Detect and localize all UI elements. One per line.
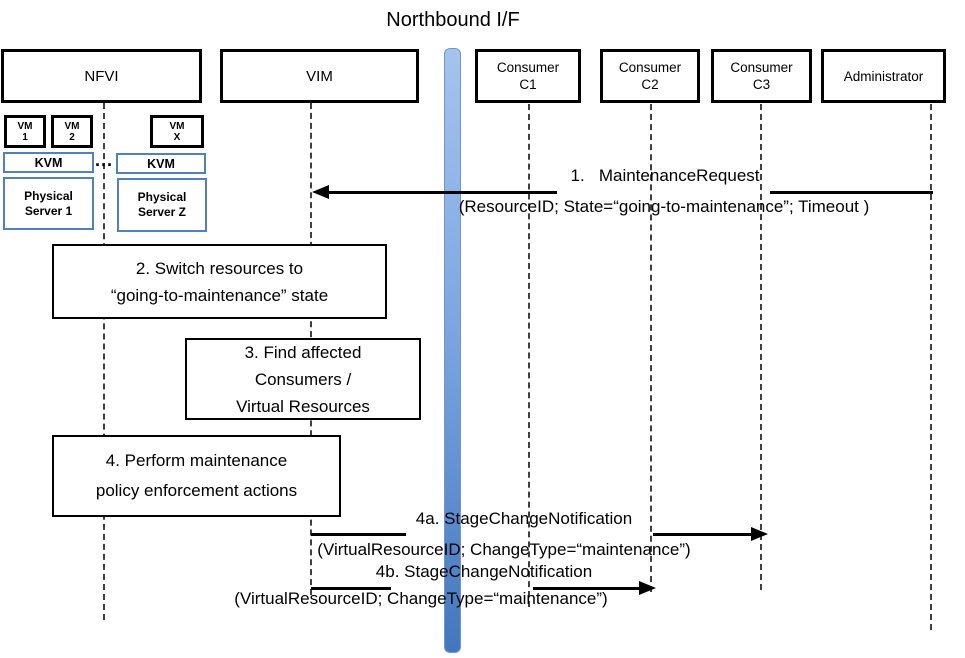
vm2-box: VM 2 <box>51 115 93 148</box>
lifeline-consumer-c3 <box>760 104 762 590</box>
vm1-line1: VM <box>17 120 33 132</box>
actor-c2-line1: Consumer <box>618 60 682 75</box>
step3-line2: Consumers / <box>254 369 352 389</box>
actor-vim-label: VIM <box>306 67 333 85</box>
arrow1-head-left <box>312 185 329 199</box>
msg4a-params: (VirtualResourceID; ChangeType=“maintena… <box>317 540 691 559</box>
actor-consumer-c3: Consumer C3 <box>711 49 812 103</box>
actor-admin-label: Administrator <box>843 68 924 84</box>
step2-line2: “going-to-maintenance” state <box>110 285 329 305</box>
step4-line2: policy enforcement actions <box>95 481 298 500</box>
msg1-title: 1. MaintenanceRequest <box>570 166 760 185</box>
arrow4a-line-left-segment <box>311 533 406 536</box>
vmx-line2: X <box>173 131 181 143</box>
lifeline-nfvi <box>103 103 105 620</box>
vmx-box: VM X <box>150 115 204 148</box>
kvm1-label: KVM <box>34 155 63 170</box>
actor-c3-line1: Consumer <box>730 60 793 75</box>
vm1-box: VM 1 <box>4 115 46 148</box>
actor-consumer-c1: Consumer C1 <box>475 49 581 103</box>
actor-consumer-c2: Consumer C2 <box>600 49 700 103</box>
server1-line2: Server 1 <box>24 203 73 218</box>
actor-nfvi: NFVI <box>1 49 202 103</box>
arrow4a-line-right-segment <box>653 533 753 536</box>
serverz-line1: Physical <box>137 190 187 204</box>
actor-administrator: Administrator <box>821 49 946 103</box>
vm2-line2: 2 <box>69 131 75 143</box>
arrow4a-head-right <box>751 527 768 541</box>
arrow4b-line-right-segment <box>533 587 641 590</box>
server1-line1: Physical <box>24 188 73 203</box>
arrow4b-head-right <box>639 581 656 595</box>
diagram-title: Northbound I/F <box>386 9 520 31</box>
arrow4b-line-left-segment <box>311 587 391 590</box>
serverz-line2: Server Z <box>137 205 187 219</box>
step3-line3: Virtual Resources <box>236 396 370 416</box>
actor-c1-line1: Consumer <box>496 60 560 75</box>
step4-box: 4. Perform maintenance policy enforcemen… <box>52 435 341 517</box>
step3-line1: 3. Find affected <box>244 342 362 362</box>
ellipsis: ... <box>95 150 114 170</box>
vm1-line2: 1 <box>22 131 28 143</box>
actor-c2-line2: C2 <box>641 77 659 92</box>
step2-box: 2. Switch resources to “going-to-mainten… <box>52 244 387 319</box>
vmx-line1: VM <box>169 120 185 132</box>
physical-server-z-box: Physical Server Z <box>117 178 207 232</box>
kvm2-label: KVM <box>147 156 175 171</box>
actor-vim: VIM <box>220 49 419 103</box>
msg4b-params: (VirtualResourceID; ChangeType=“maintena… <box>234 589 608 608</box>
lifeline-consumer-c2 <box>650 104 652 592</box>
actor-c3-line2: C3 <box>752 77 771 92</box>
step3-box: 3. Find affected Consumers / Virtual Res… <box>185 338 421 420</box>
msg4b-title: 4b. StageChangeNotification <box>375 562 593 581</box>
lifeline-administrator <box>930 104 932 630</box>
kvm2-box: KVM <box>116 153 206 174</box>
kvm1-box: KVM <box>3 152 94 173</box>
lifeline-consumer-c1 <box>528 104 530 607</box>
step2-line1: 2. Switch resources to <box>135 258 304 278</box>
vm2-line1: VM <box>64 120 80 132</box>
northbound-interface-bar <box>444 48 461 653</box>
actor-nfvi-label: NFVI <box>84 67 119 85</box>
msg4a-title: 4a. StageChangeNotification <box>415 509 633 528</box>
msg1-params: (ResourceID; State=“going-to-maintenance… <box>458 197 870 216</box>
physical-server-1-box: Physical Server 1 <box>3 177 94 230</box>
actor-c1-line2: C1 <box>519 77 537 92</box>
step4-line1: 4. Perform maintenance <box>105 451 288 470</box>
arrow1-line-right-segment <box>770 191 933 194</box>
arrow1-line-left-segment <box>326 191 557 194</box>
